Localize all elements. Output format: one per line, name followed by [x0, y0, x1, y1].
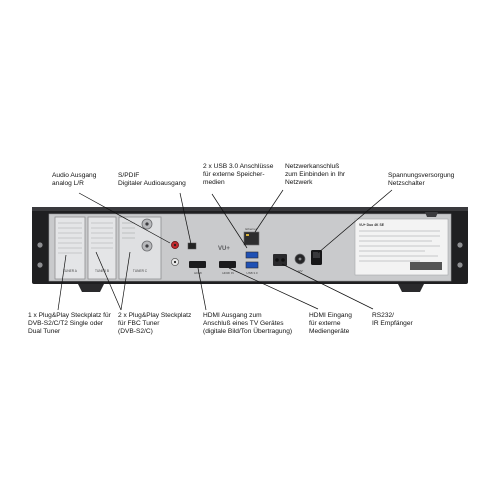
rs232-ir-jacks	[273, 254, 287, 266]
leader-tuner2-b	[120, 251, 131, 311]
leader-spdif	[179, 192, 192, 245]
hdmi-out-label: HDMI	[194, 271, 202, 275]
callout-hdmi-in: HDMI Eingang für externe Mediengeräte	[309, 312, 352, 336]
chassis-top-edge	[32, 207, 468, 211]
callout-network: Netzwerkanschluß zum Einbinden in Ihr Ne…	[285, 163, 346, 187]
tuner-slot-2-vents	[91, 222, 113, 249]
ethernet-port-led	[246, 234, 249, 236]
leader-lines	[57, 189, 393, 311]
screw-left-lower	[37, 262, 43, 268]
usb-port-2	[245, 261, 259, 269]
screw-left	[37, 242, 43, 248]
callout-hdmi-out: HDMI Ausgang zum Anschluß eines TV Gerät…	[203, 312, 293, 336]
callout-audio: Audio Ausgang analog L/R	[52, 172, 97, 188]
leader-tuner1	[57, 254, 67, 311]
callout-tuner2: 2 x Plug&Play Steckplatz für FBC Tuner (…	[118, 312, 192, 336]
usb-label: USB 3.0	[246, 271, 258, 275]
rating-sticker-model: VU+ Duo 4K SE	[359, 223, 385, 227]
sticker-logo-icon	[425, 212, 438, 217]
rating-sticker-barcode	[410, 262, 442, 270]
power-input-pin	[298, 257, 302, 261]
power-label: 12V	[297, 269, 302, 273]
screw-right	[457, 242, 463, 248]
callout-rs232: RS232/ IR Empfänger	[372, 312, 413, 328]
spdif-port	[187, 242, 197, 250]
leader-power	[317, 189, 393, 254]
f-connector-lower-core	[145, 244, 149, 248]
screw-right-lower	[457, 262, 463, 268]
tuner-a-label: TUNER A	[63, 269, 78, 273]
tuner-c-label: TUNER C	[133, 269, 148, 273]
rating-sticker-lines	[359, 230, 440, 262]
hdmi-in-label: HDMI IN	[222, 271, 234, 275]
leader-hdmi-in	[228, 267, 319, 310]
tuner-slot-3-vents	[122, 222, 135, 239]
audio-rca-connector-core	[173, 243, 177, 247]
f-connector-upper-core	[145, 222, 149, 226]
callout-spdif: S/PDIF Digitaler Audioausgang	[118, 172, 186, 188]
callout-tuner1: 1 x Plug&Play Steckplatz für DVB-S2/C/T2…	[28, 312, 111, 336]
rs232-jack	[281, 258, 285, 262]
leader-rs232	[281, 263, 374, 310]
tuner-slot-3	[118, 216, 162, 280]
ethernet-label: Ethernet	[245, 227, 257, 231]
hdmi-out-port	[189, 261, 206, 268]
callout-power: Spannungsversorgung Netzschalter	[388, 172, 455, 188]
callout-usb3: 2 x USB 3.0 Anschlüsse für externe Speic…	[203, 163, 274, 187]
hdmi-in-port	[219, 261, 236, 268]
ir-jack	[275, 258, 279, 262]
leader-hdmi-out	[197, 267, 207, 311]
tuner-b-label: TUNER B	[95, 269, 109, 273]
leader-audio	[78, 192, 171, 244]
leader-tuner2	[95, 251, 122, 311]
foot-right	[398, 284, 424, 292]
leader-usb3	[211, 193, 248, 249]
foot-left	[78, 284, 104, 292]
usb-port-1	[245, 251, 259, 259]
audio-rca-connector-2-core	[173, 260, 177, 264]
brand-logo: VU+	[218, 246, 230, 252]
tuner-slot-1-vents	[58, 222, 82, 254]
leader-network	[254, 189, 284, 233]
power-switch-rocker	[313, 252, 320, 258]
ethernet-port	[243, 231, 260, 246]
